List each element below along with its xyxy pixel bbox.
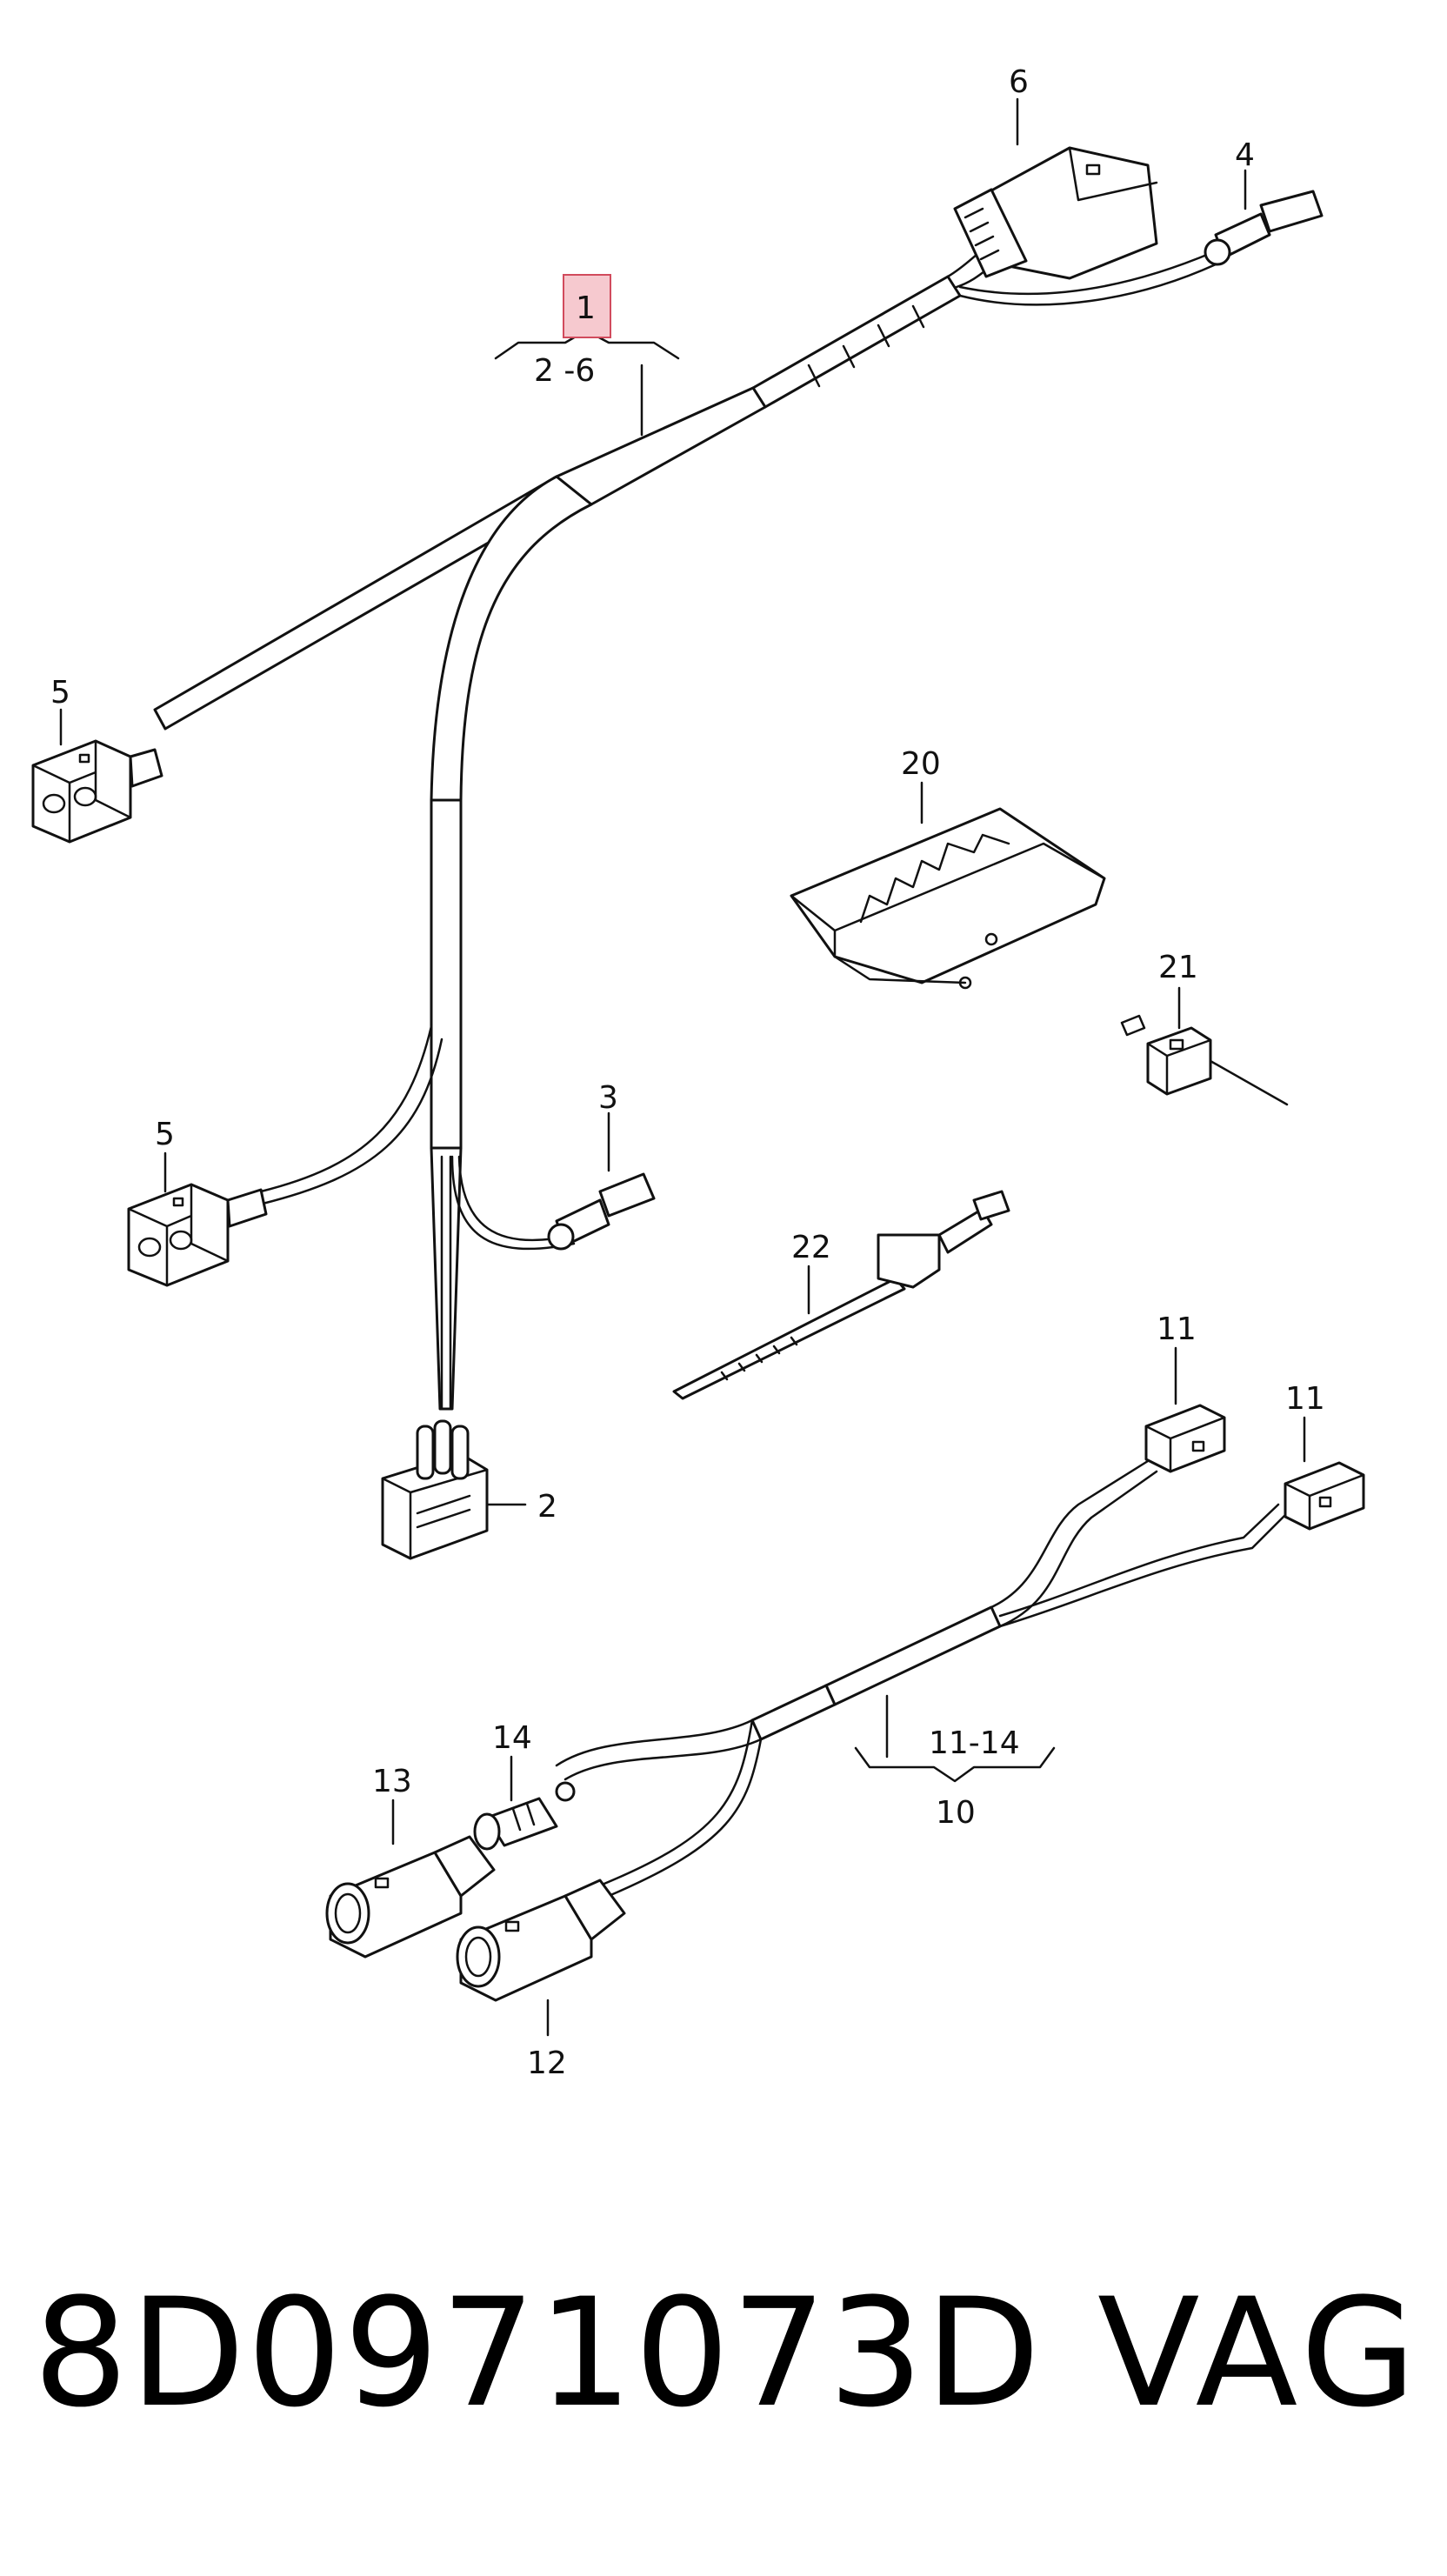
callout-11-b: 11 xyxy=(1285,1381,1325,1417)
callout-labels: 1 2 -6 6 4 5 5 3 2 20 21 22 11 11 11-14 … xyxy=(50,64,1325,2081)
callout-2: 2 xyxy=(537,1489,557,1525)
connector-13 xyxy=(325,1835,496,1959)
connector-6 xyxy=(953,146,1158,280)
cable-tie-22 xyxy=(672,1190,1010,1400)
callout-11-a: 11 xyxy=(1157,1311,1197,1347)
callout-11-14: 11-14 xyxy=(929,1725,1020,1761)
highlight-box xyxy=(563,274,611,338)
connector-5-upper xyxy=(31,739,163,844)
callout-2-6: 2 -6 xyxy=(534,353,595,389)
callout-12: 12 xyxy=(527,2045,567,2081)
brand-name: VAG xyxy=(1097,2266,1422,2440)
callout-21: 21 xyxy=(1158,950,1198,985)
callout-22: 22 xyxy=(791,1230,831,1265)
wiring-harness-diagram: 1 2 -6 6 4 5 5 3 2 20 21 22 11 11 11-14 … xyxy=(31,64,1365,2081)
callout-20: 20 xyxy=(901,746,941,782)
connector-4 xyxy=(1204,190,1324,266)
harness-10 xyxy=(555,1459,1289,1898)
callout-10: 10 xyxy=(936,1795,976,1831)
callout-13: 13 xyxy=(372,1764,412,1799)
connector-11-a xyxy=(1144,1404,1226,1473)
connector-11-b xyxy=(1284,1461,1365,1531)
callout-3: 3 xyxy=(598,1080,618,1116)
callout-leaders xyxy=(59,97,1306,2037)
callout-5-upper: 5 xyxy=(50,675,70,711)
connector-3 xyxy=(547,1172,656,1251)
callout-14: 14 xyxy=(492,1720,532,1756)
part-number: 8D0971073D xyxy=(33,2266,1043,2440)
callout-4: 4 xyxy=(1235,137,1255,173)
callout-6: 6 xyxy=(1009,64,1029,100)
connector-2 xyxy=(381,1419,489,1560)
bracket-20 xyxy=(790,807,1106,990)
callout-5-lower: 5 xyxy=(155,1117,175,1152)
callout-1: 1 xyxy=(576,290,596,326)
main-harness-trunk xyxy=(153,242,1217,1411)
clip-21 xyxy=(1120,1014,1289,1106)
connector-12 xyxy=(456,1879,626,2002)
connector-5-lower xyxy=(127,1183,268,1287)
grommet-14 xyxy=(473,1781,576,1851)
